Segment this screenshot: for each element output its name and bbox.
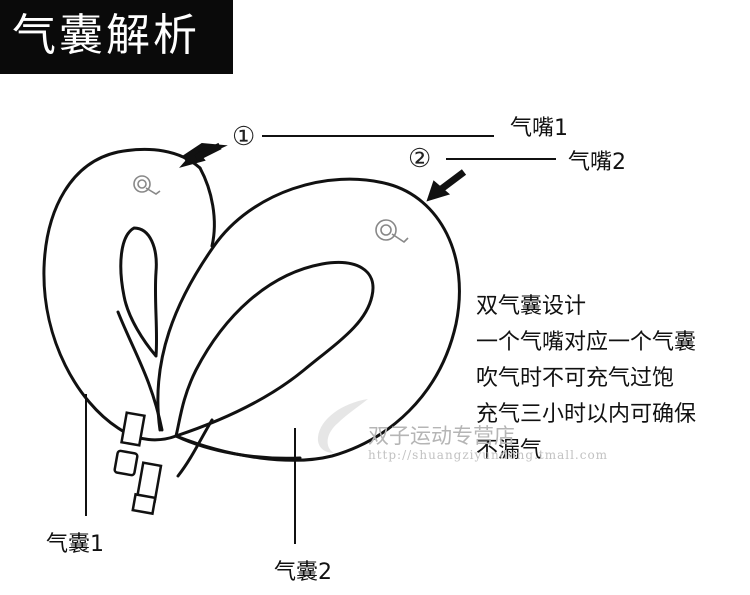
watermark-logo xyxy=(317,399,368,453)
valve2-arrow-head xyxy=(426,180,451,202)
valve1-label: 气嘴1 xyxy=(510,116,568,141)
description-line: 充气三小时以内可确保 xyxy=(476,402,697,427)
connector-1-cap xyxy=(113,449,139,477)
page-title: 气囊解析 xyxy=(12,10,200,61)
chamber2-inner-opening xyxy=(174,261,375,438)
description-line: 一个气嘴对应一个气囊 xyxy=(476,330,697,355)
description-line: 吹气时不可充气过饱 xyxy=(476,366,675,391)
connector-1 xyxy=(120,411,146,447)
chamber2-label: 气囊2 xyxy=(274,560,332,585)
title-banner: 气囊解析 xyxy=(0,0,233,74)
chamber1-upper-edge xyxy=(198,166,216,248)
valve2-label: 气嘴2 xyxy=(568,150,626,175)
valve1-marker: ① xyxy=(232,122,256,152)
chamber2-outline xyxy=(156,177,461,462)
description-line: 不漏气 xyxy=(476,438,543,463)
chamber2-bottom-edge xyxy=(174,434,302,460)
valve2-marker: ② xyxy=(408,144,432,174)
watermark-name: 双子运动专营店 xyxy=(368,424,515,448)
chamber1-inner-hole xyxy=(119,226,159,358)
connector-2-cap xyxy=(131,492,157,516)
chamber2-seam xyxy=(176,418,214,478)
feature-description: 双气囊设计 一个气嘴对应一个气囊 吹气时不可充气过饱 充气三小时以内可确保 不漏… xyxy=(476,289,696,469)
watermark-url: http://shuangziyundong.tmall.com xyxy=(368,448,609,462)
chamber1-label: 气囊1 xyxy=(46,532,104,557)
description-line: 双气囊设计 xyxy=(476,294,587,319)
valve2-icon xyxy=(375,219,409,244)
chamber1-outline xyxy=(42,147,202,442)
valve1-icon xyxy=(133,175,161,195)
